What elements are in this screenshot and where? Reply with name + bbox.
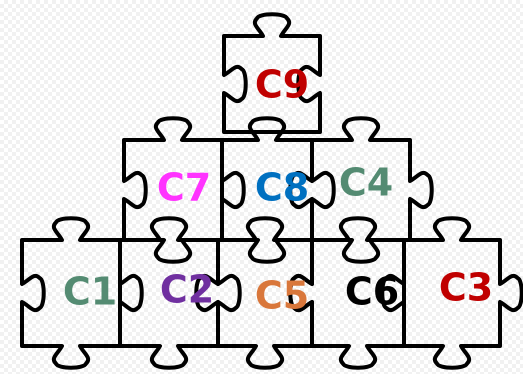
piece-label-c5: C5 (255, 274, 309, 318)
piece-label-c8: C8 (255, 166, 309, 210)
piece-label-c4: C4 (339, 161, 393, 205)
piece-label-c3: C3 (439, 266, 493, 310)
piece-label-c1: C1 (63, 270, 117, 314)
piece-label-c6: C6 (345, 270, 399, 314)
piece-label-c7: C7 (157, 166, 211, 210)
piece-label-c2: C2 (160, 268, 214, 312)
piece-label-c9: C9 (255, 63, 309, 107)
